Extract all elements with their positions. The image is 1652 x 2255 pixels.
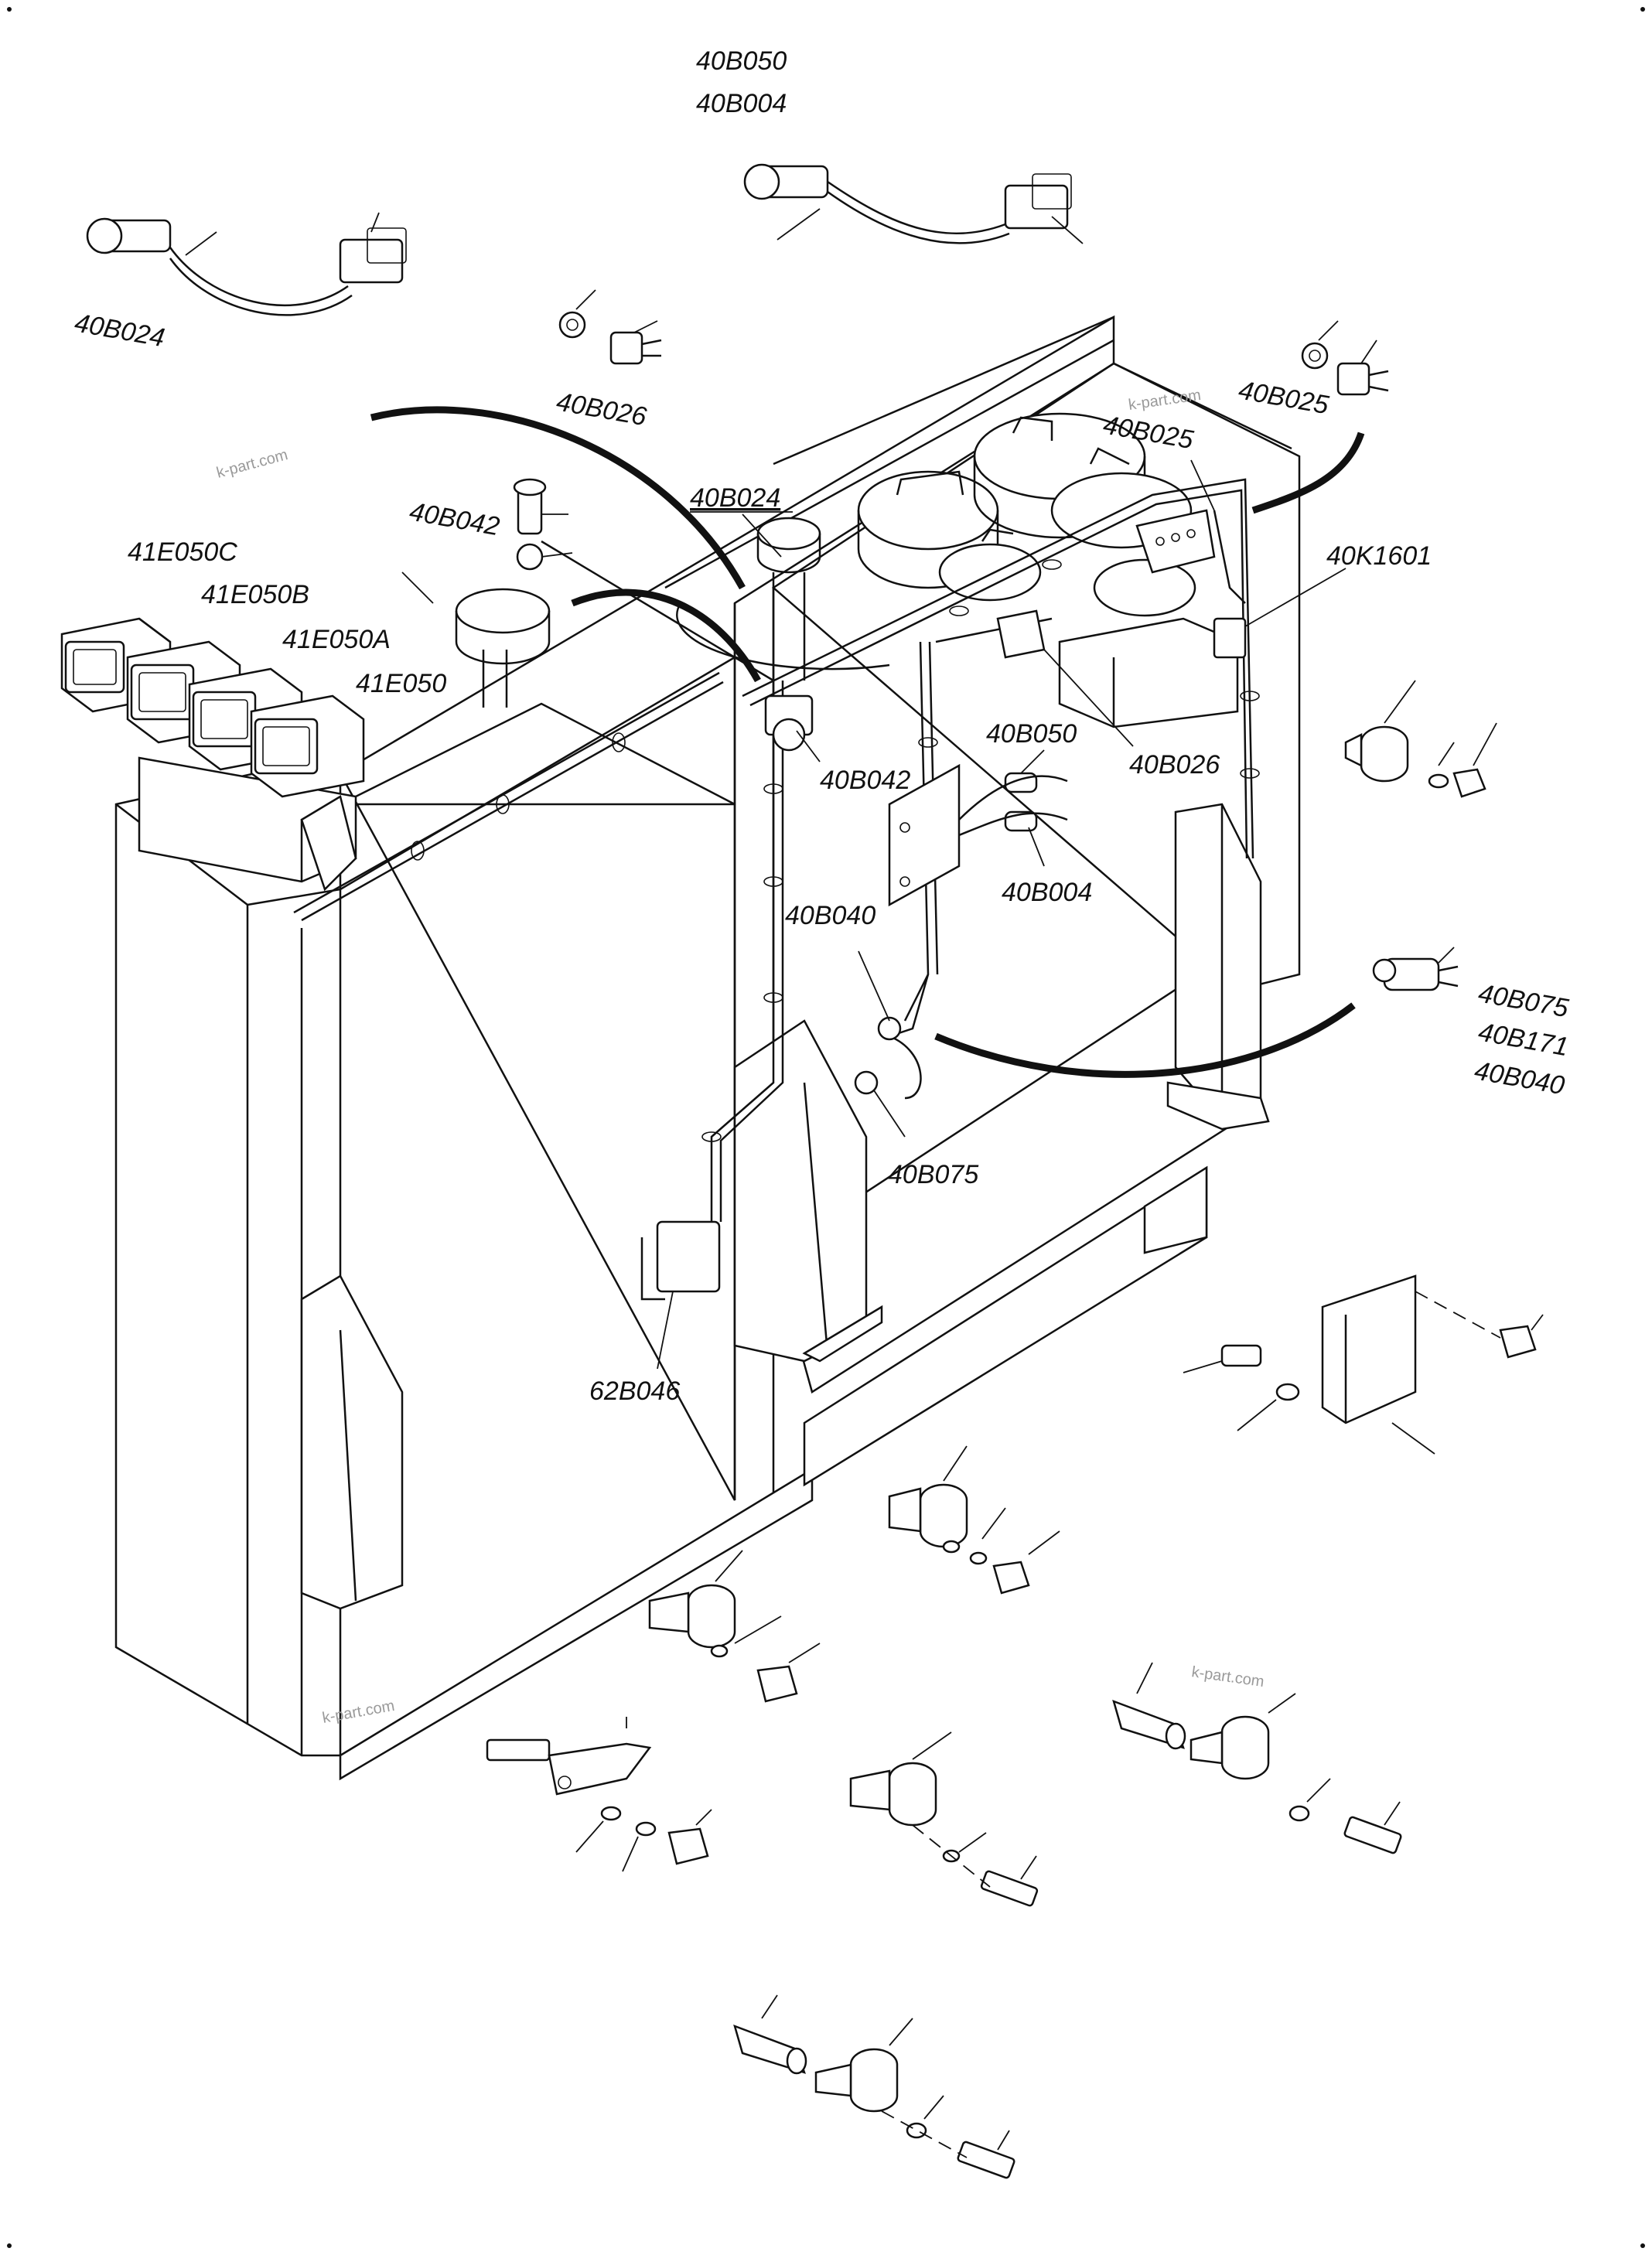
watermark: k-part.com — [1128, 387, 1203, 414]
clamp-lower-left-icon[interactable] — [648, 1550, 821, 1703]
clamp-lower-mid-icon[interactable] — [849, 1731, 1039, 1907]
label-41e050b: 41E050B — [201, 580, 309, 609]
label-40k1601: 40K1601 — [1326, 541, 1432, 571]
label-40b040: 40B040 — [785, 901, 875, 930]
label-40b042-upper: 40B042 — [408, 496, 502, 541]
sensor-cable-left[interactable] — [86, 212, 407, 316]
label-40b004-top: 40B004 — [696, 89, 787, 118]
bracket-right-icon[interactable] — [1183, 1274, 1544, 1455]
watermark: k-part.com — [1190, 1663, 1265, 1690]
lamp-icon[interactable] — [250, 694, 365, 798]
label-40b171-right: 40B171 — [1476, 1017, 1571, 1062]
label-40b026-mid: 40B026 — [1129, 750, 1220, 780]
switch-025-top-icon[interactable] — [1301, 320, 1389, 396]
label-40b050-top: 40B050 — [696, 46, 787, 76]
work-lamp-assembly — [60, 617, 724, 922]
label-40b026-top: 40B026 — [555, 387, 649, 432]
label-41e050a: 41E050A — [282, 625, 391, 654]
switch-026-top-icon[interactable] — [558, 289, 662, 365]
sleeve-clamp-right-icon[interactable] — [1112, 1662, 1402, 1854]
radiator-frame — [114, 315, 1301, 1781]
wiring-harness — [411, 478, 1260, 1301]
callout-arrows — [370, 406, 1365, 1078]
label-40b075-mid: 40B075 — [888, 1160, 978, 1189]
label-40b024-harness: 40B024 — [690, 483, 780, 513]
sender-042-icon[interactable] — [455, 478, 573, 708]
label-40b024-left: 40B024 — [73, 308, 167, 353]
label-40b004-mid: 40B004 — [1002, 878, 1092, 907]
label-41e050c: 41E050C — [128, 537, 237, 567]
label-40b025-right: 40B025 — [1237, 375, 1331, 420]
label-40b042-lower: 40B042 — [820, 766, 910, 795]
clamp-mid-icon[interactable] — [888, 1445, 1060, 1595]
label-40b050-mid: 40B050 — [986, 719, 1077, 749]
label-40b075-right: 40B075 — [1476, 978, 1571, 1023]
stud-bracket-icon[interactable] — [486, 1717, 712, 1872]
switch-075-right-icon[interactable] — [1372, 947, 1459, 991]
clamp-right-icon[interactable] — [1344, 680, 1497, 798]
label-62b046: 62B046 — [589, 1377, 680, 1406]
part-number-labels: 40B050 40B004 40B024 40B026 40B025 40B02… — [73, 46, 1571, 1406]
leader-lines — [401, 459, 1347, 1370]
label-41e050: 41E050 — [356, 669, 446, 698]
corner-marks — [7, 7, 1645, 2248]
sleeve-clamp-bottom-icon[interactable] — [733, 1994, 1015, 2179]
watermark: k-part.com — [215, 446, 290, 482]
sensor-cable-top[interactable] — [743, 163, 1084, 244]
label-40b040-right: 40B040 — [1473, 1056, 1567, 1100]
